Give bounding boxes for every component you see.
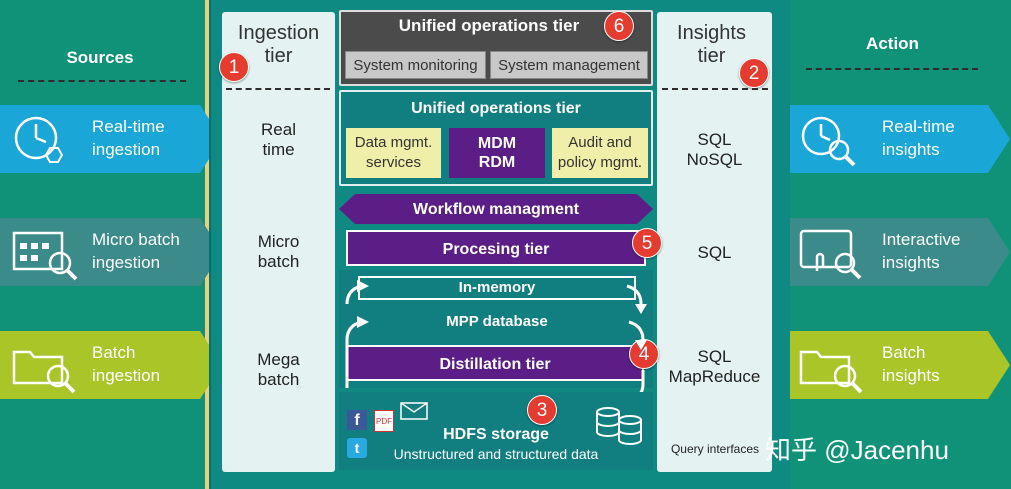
action-realtime-line1: Real-time: [882, 117, 955, 136]
badge-5: 5: [632, 228, 662, 258]
mdm-label: MDM: [477, 135, 517, 152]
ingestion-microbatch-l1: Micro: [257, 232, 300, 251]
system-management-box: System management: [490, 51, 648, 79]
source-realtime-line1: Real-time: [92, 117, 165, 136]
tablet-touch-search-icon: [799, 229, 862, 280]
insights-sql2: SQL: [697, 243, 732, 262]
audit-l2: policy mgmt.: [557, 154, 643, 171]
source-microbatch-ingestion: Micro batch ingestion: [0, 218, 222, 286]
folder-search-icon: [799, 350, 863, 394]
system-monitoring-box: System monitoring: [345, 51, 486, 79]
ingestion-title-line1: Ingestion: [237, 22, 320, 44]
workflow-arrow-shape: [339, 194, 653, 224]
source-batch-ingestion: Batch ingestion: [0, 331, 222, 399]
insights-title-line2: tier: [697, 45, 726, 67]
sources-dashed-line: [18, 80, 186, 82]
data-mgmt-l2: services: [365, 154, 421, 171]
action-batch-line1: Batch: [882, 343, 926, 362]
query-interfaces-label: Query interfaces: [670, 442, 760, 456]
calendar-search-icon: [12, 231, 78, 281]
insights-sql3: SQL: [697, 347, 732, 366]
source-realtime-line2: ingestion: [92, 140, 161, 159]
source-realtime-ingestion: Real-time ingestion: [0, 105, 222, 173]
action-interactive-insights: Interactive insights: [785, 218, 1011, 286]
database-icon: [596, 407, 642, 445]
badge-6: 6: [604, 11, 634, 41]
action-interactive-line2: insights: [882, 253, 940, 272]
ingestion-tier-title: Ingestion tier: [222, 22, 335, 68]
unified-ops-mid-title: Unified operations tier: [411, 100, 581, 117]
inmemory-label: In-memory: [458, 279, 536, 296]
insights-dashed-line: [662, 88, 768, 90]
ingestion-dashed-line: [226, 88, 330, 90]
folder-search-icon: [12, 350, 76, 394]
action-realtime-insights: Real-time insights: [785, 105, 1011, 173]
ingestion-title-line2: tier: [264, 45, 293, 67]
ingestion-megabatch-l1: Mega: [257, 350, 300, 369]
ingestion-realtime-l1: Real: [261, 120, 296, 139]
insights-sql1: SQL: [697, 130, 732, 149]
badge-1: 1: [219, 52, 249, 82]
hdfs-storage-title: HDFS storage: [443, 426, 549, 443]
source-batch-line1: Batch: [92, 343, 136, 362]
twitter-icon: t: [347, 438, 367, 458]
insights-mapreduce: MapReduce: [668, 367, 761, 386]
source-batch-line2: ingestion: [92, 366, 161, 385]
cycle-arrows-icon: [345, 280, 647, 400]
facebook-icon: f: [347, 410, 367, 430]
action-dashed-line: [806, 68, 978, 70]
action-header: Action: [866, 34, 919, 53]
ingestion-microbatch-l2: batch: [257, 252, 300, 271]
sources-header: Sources: [66, 48, 134, 67]
badge-3: 3: [527, 395, 557, 425]
data-mgmt-services-box: Data mgmt. services: [346, 128, 441, 178]
action-interactive-line1: Interactive: [882, 230, 961, 249]
mdm-rdm-box: MDM RDM: [449, 128, 545, 178]
mpp-database-label: MPP database: [446, 313, 548, 330]
unified-ops-top-title: Unified operations tier: [398, 16, 580, 35]
source-microbatch-line1: Micro batch: [92, 230, 180, 249]
workflow-management-label: Workflow managment: [413, 201, 579, 218]
insights-title-line1: Insights: [677, 22, 746, 44]
email-icon: [400, 402, 428, 420]
ingestion-megabatch-l2: batch: [257, 370, 300, 389]
action-realtime-line2: insights: [882, 140, 940, 159]
audit-l1: Audit and: [568, 134, 632, 151]
clock-recycle-icon: [14, 116, 64, 163]
processing-tier-box: Procesing tier: [346, 230, 646, 266]
action-batch-line2: insights: [882, 366, 940, 385]
audit-policy-box: Audit and policy mgmt.: [552, 128, 648, 178]
watermark: 知乎 @Jacenhu: [765, 435, 949, 465]
action-batch-insights: Batch insights: [785, 331, 1011, 399]
ingestion-realtime-l2: time: [262, 140, 295, 159]
inmemory-box: [358, 276, 636, 300]
insights-tier-title: Insights tier: [654, 22, 769, 68]
hdfs-storage-subtitle: Unstructured and structured data: [393, 446, 599, 462]
source-microbatch-line2: ingestion: [92, 253, 161, 272]
insights-nosql: NoSQL: [686, 150, 743, 169]
clock-search-icon: [801, 116, 856, 167]
data-mgmt-l1: Data mgmt.: [354, 134, 433, 151]
badge-2: 2: [739, 58, 769, 88]
insights-sql: SQL: [657, 243, 772, 263]
pdf-icon: PDF: [374, 410, 394, 432]
rdm-label: RDM: [478, 154, 516, 171]
